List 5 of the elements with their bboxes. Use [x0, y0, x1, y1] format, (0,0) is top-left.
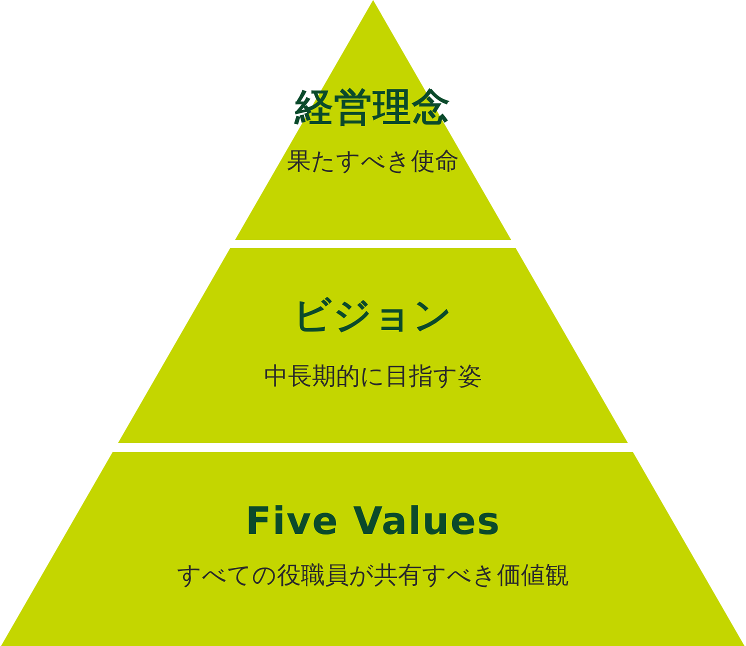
- tier-heading: ビジョン: [292, 294, 453, 338]
- tier-heading: Five Values: [245, 500, 501, 544]
- tier-subtitle: 果たすべき使命: [286, 148, 459, 176]
- tier-subtitle: すべての役職員が共有すべき価値観: [176, 562, 569, 590]
- tier-subtitle: 中長期的に目指す姿: [264, 363, 482, 391]
